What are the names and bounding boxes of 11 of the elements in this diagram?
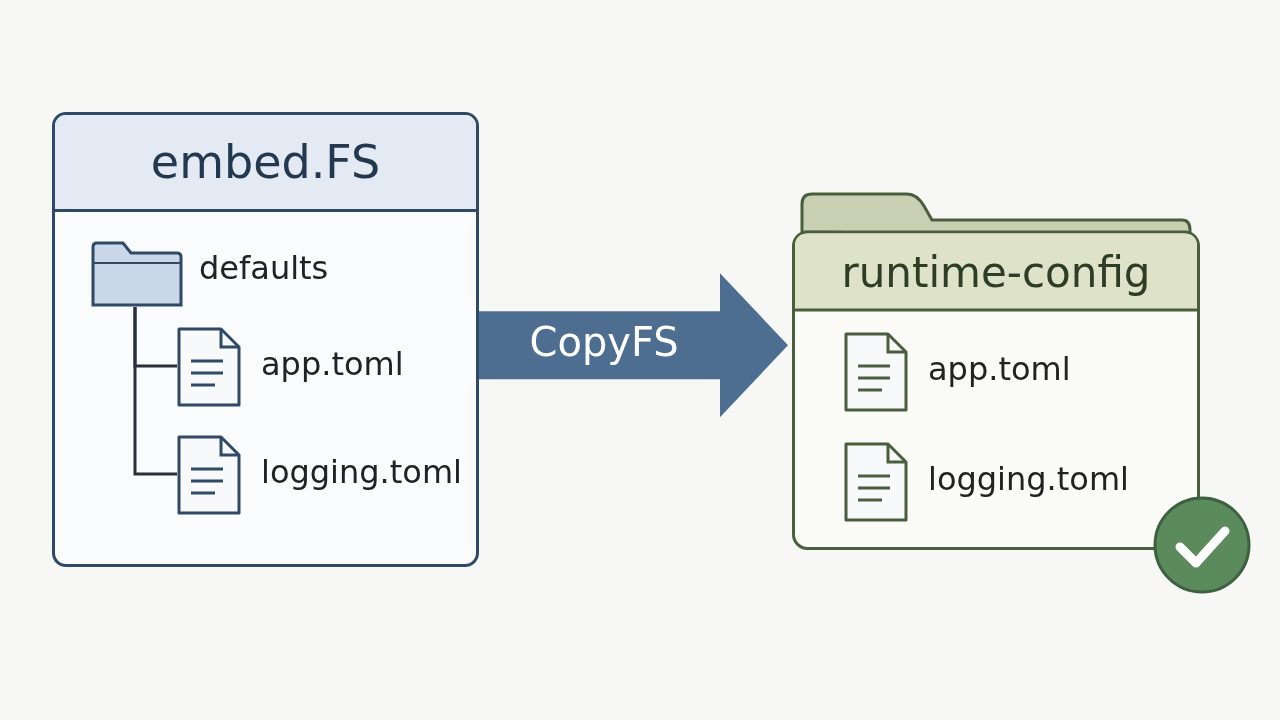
panel-title: embed.FS <box>55 115 476 212</box>
panel <box>52 112 479 567</box>
block-arrow <box>479 273 788 418</box>
file-name: logging.toml <box>928 460 1129 498</box>
tree-line <box>133 307 177 476</box>
file-name: app.toml <box>261 345 404 383</box>
file-name: logging.toml <box>261 453 462 491</box>
folder-name: defaults <box>199 249 329 287</box>
file-name: app.toml <box>928 350 1071 388</box>
folder-title: runtime-config <box>840 248 1152 297</box>
edge-label: CopyFS <box>529 319 679 366</box>
